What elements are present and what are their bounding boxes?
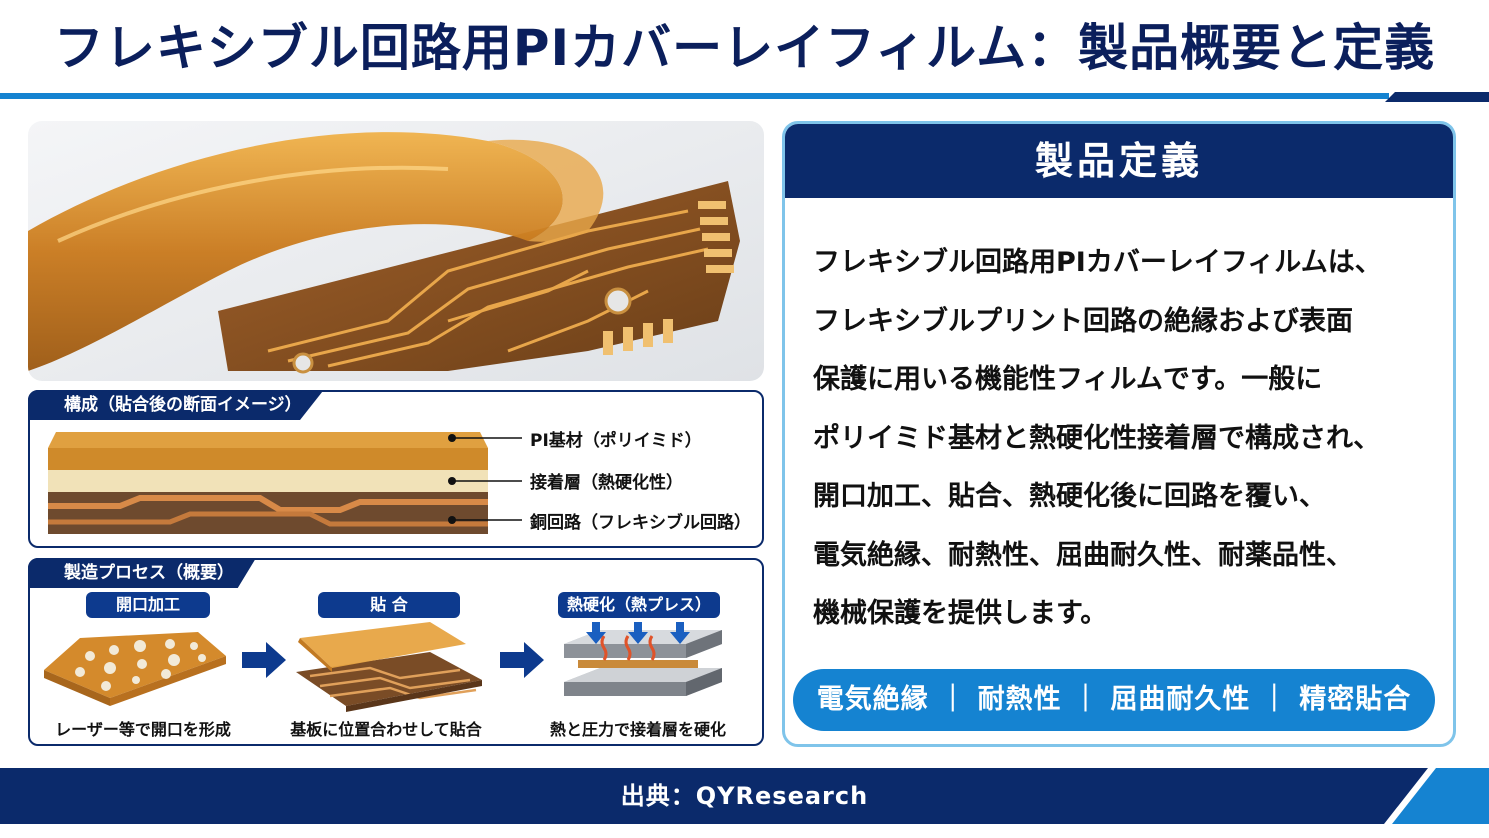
- definition-line: 機械保護を提供します。: [813, 598, 1108, 629]
- process-diagram: [44, 622, 722, 712]
- feature-summary-pill: 電気絶縁 ｜ 耐熱性 ｜ 屈曲耐久性 ｜ 精密貼合: [793, 669, 1435, 731]
- structure-panel: 構成（貼合後の断面イメージ） PI基材（ポリイミド） 接着層（熱硬化性） 銅回路…: [28, 390, 764, 548]
- cross-section-diagram: [48, 432, 522, 534]
- definition-line: 電気絶縁、耐熱性、屈曲耐久性、耐薬品性、: [813, 539, 1353, 571]
- process-tab: 製造プロセス（概要）: [28, 558, 256, 588]
- step-label-opening: 開口加工: [86, 592, 210, 618]
- definition-line: フレキシブルプリント回路の絶縁および表面: [813, 305, 1353, 337]
- lamination-illustration: [296, 622, 482, 712]
- leader-dot-pi: [448, 434, 456, 442]
- leader-dot-copper: [448, 516, 456, 524]
- process-panel: 製造プロセス（概要） 開口加工 貼 合 熱硬化（熱プレス）: [28, 558, 764, 746]
- step-caption-lamination: 基板に位置合わせして貼合: [290, 720, 482, 739]
- definition-text: フレキシブル回路用PIカバーレイフィルムは、 フレキシブルプリント回路の絶縁およ…: [813, 234, 1423, 644]
- structure-tab: 構成（貼合後の断面イメージ）: [28, 390, 324, 420]
- definition-line: 開口加工、貼合、熱硬化後に回路を覆い、: [813, 481, 1326, 512]
- heat-wave-icon: [600, 635, 656, 661]
- arrow-right-icon: [500, 642, 544, 678]
- punched-film-illustration: [44, 632, 226, 706]
- layer-label-copper: 銅回路（フレキシブル回路）: [530, 513, 751, 533]
- product-photo: [28, 121, 764, 381]
- footer-bar: [0, 768, 1489, 824]
- heat-press-illustration: [564, 622, 722, 696]
- definition-line: フレキシブル回路用PIカバーレイフィルムは、: [813, 247, 1382, 278]
- definition-line: 保護に用いる機能性フィルムです。一般に: [813, 364, 1323, 395]
- arrow-right-icon: [242, 642, 286, 678]
- definition-card: 製品定義 フレキシブル回路用PIカバーレイフィルムは、 フレキシブルプリント回路…: [782, 121, 1456, 747]
- leader-dot-adhesive: [448, 477, 456, 485]
- step-caption-opening: レーザー等で開口を形成: [55, 720, 231, 739]
- source-credit: 出典：QYResearch: [620, 782, 869, 810]
- definition-line: ポリイミド基材と熱硬化性接着層で構成され、: [813, 422, 1381, 454]
- arrow-down-icon: [586, 622, 690, 644]
- step-label-lamination: 貼 合: [318, 592, 460, 618]
- title-underline: [0, 92, 1489, 102]
- page-title: フレキシブル回路用PIカバーレイフィルム：製品概要と定義: [53, 19, 1436, 77]
- step-label-curing: 熱硬化（熱プレス）: [558, 592, 720, 618]
- layer-label-pi: PI基材（ポリイミド）: [530, 431, 702, 451]
- layer-label-adhesive: 接着層（熱硬化性）: [530, 473, 683, 493]
- title-area: フレキシブル回路用PIカバーレイフィルム：製品概要と定義: [0, 0, 1489, 96]
- definition-heading: 製品定義: [785, 124, 1453, 198]
- step-caption-curing: 熱と圧力で接着層を硬化: [549, 720, 726, 739]
